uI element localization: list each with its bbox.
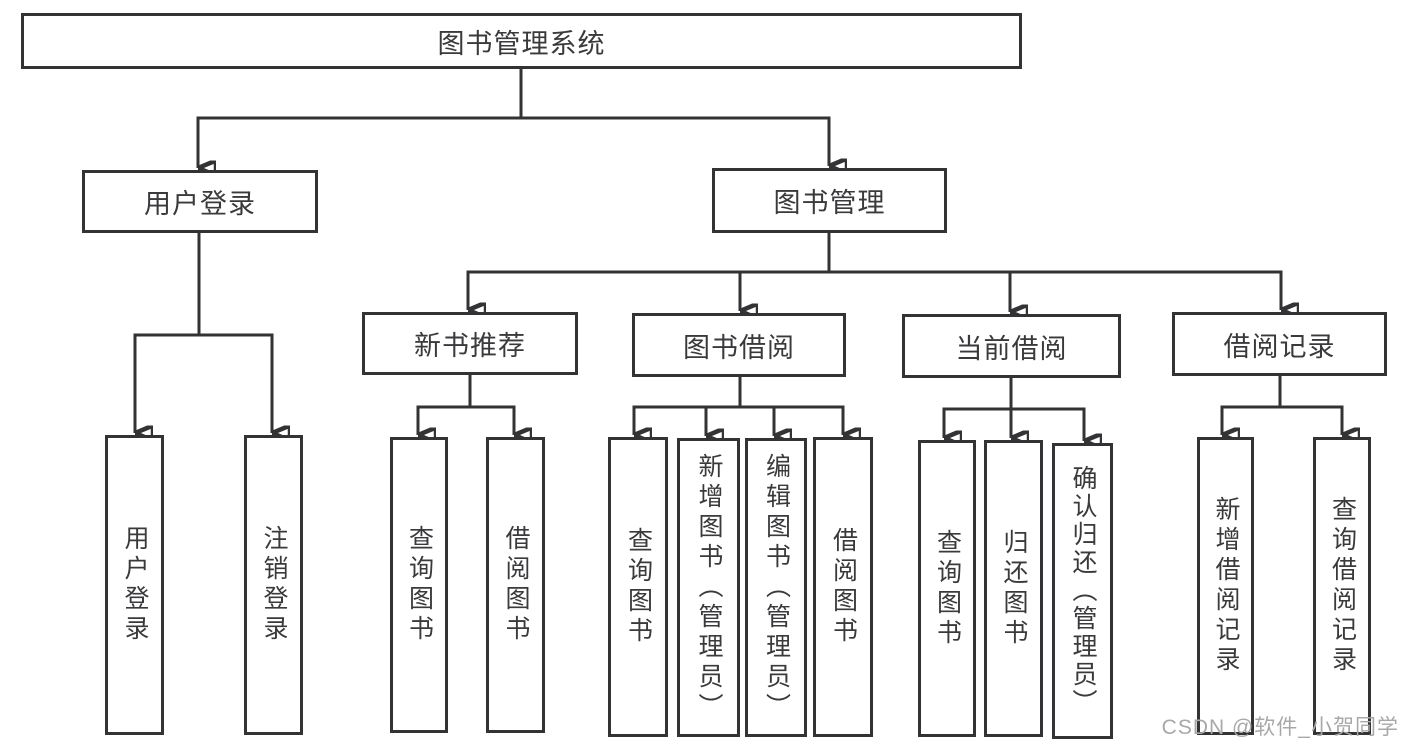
connector-root-to-level1 (196, 67, 829, 168)
node-book-management: 图书管理 (712, 168, 947, 233)
connector-records-to-leaves (1220, 374, 1342, 435)
leaf-recommend-query-books: 查询图书 (390, 437, 448, 733)
leaf-records-query-record: 查询借阅记录 (1313, 437, 1371, 735)
connector-current-to-leaves (942, 376, 1084, 441)
leaf-label: 借阅图书 (502, 525, 530, 645)
leaf-label: 新增借阅记录 (1212, 496, 1240, 676)
leaf-current-confirm-return-admin: 确认归还（管理员） (1052, 443, 1113, 739)
node-root-system: 图书管理系统 (21, 13, 1022, 69)
node-book-borrow: 图书借阅 (632, 313, 846, 377)
connector-borrow-to-leaves (632, 375, 843, 436)
leaf-label: 查询图书 (624, 527, 653, 647)
leaf-label: 新增图书（管理员） (695, 452, 723, 723)
connector-management-to-level2 (466, 231, 1281, 312)
connector-recommend-to-leaves (416, 373, 514, 435)
leaf-label: 查询图书 (933, 528, 962, 649)
leaf-label: 查询图书 (405, 525, 434, 645)
leaf-label: 归还图书 (1000, 528, 1028, 649)
leaf-borrow-edit-books-admin: 编辑图书（管理员） (745, 438, 807, 737)
leaf-label: 编辑图书（管理员） (762, 452, 791, 723)
leaf-logout: 注销登录 (244, 435, 303, 735)
leaf-borrow-add-books-admin: 新增图书（管理员） (677, 438, 740, 737)
leaf-recommend-borrow-books: 借阅图书 (486, 437, 545, 733)
node-user-login: 用户登录 (82, 170, 318, 233)
leaf-label: 借阅图书 (829, 527, 858, 647)
node-new-book-recommend: 新书推荐 (362, 312, 578, 375)
csdn-watermark: CSDN @软件_小贺同学 (1161, 716, 1399, 739)
leaf-label: 用户登录 (121, 525, 149, 645)
leaf-borrow-borrow-books: 借阅图书 (813, 437, 873, 737)
leaf-current-query-books: 查询图书 (918, 440, 976, 737)
leaf-label: 确认归还（管理员） (1069, 465, 1097, 717)
leaf-user-login: 用户登录 (105, 435, 164, 735)
node-current-borrow: 当前借阅 (902, 314, 1121, 378)
leaf-borrow-query-books: 查询图书 (608, 437, 668, 737)
connector-login-to-leaves (133, 231, 272, 433)
leaf-label: 查询借阅记录 (1328, 496, 1357, 676)
node-borrow-records: 借阅记录 (1172, 312, 1387, 376)
leaf-current-return-books: 归还图书 (984, 440, 1043, 737)
leaf-label: 注销登录 (260, 525, 288, 645)
leaf-records-add-record: 新增借阅记录 (1197, 437, 1254, 735)
